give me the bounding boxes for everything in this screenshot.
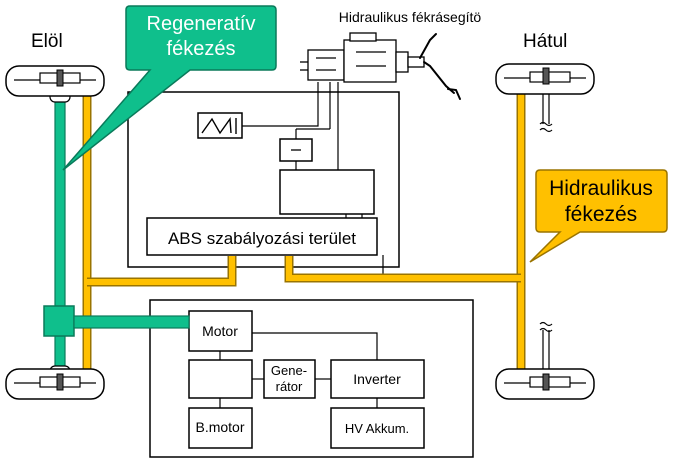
motor-box — [188, 310, 253, 352]
motor-to-differential-shaft — [73, 315, 190, 329]
powertrain-wiring — [219, 332, 378, 408]
differential — [43, 305, 75, 337]
rear-label: Hátul — [523, 31, 567, 52]
abs-area-box — [146, 217, 378, 256]
hydraulic-braking-label-line2: fékezés — [565, 203, 637, 226]
hydraulic-braking-callout: Hidraulikus fékezés — [529, 169, 668, 263]
inverter-box — [330, 359, 425, 399]
front-bottom-wheel — [5, 368, 105, 400]
inverter-label: Inverter — [353, 371, 401, 387]
rear-top-wheel — [495, 63, 595, 95]
front-left-shaft — [54, 91, 66, 307]
brake-booster-label: Hidraulikus fékrásegítö — [339, 9, 482, 25]
brake-pedal-icon — [419, 33, 461, 100]
hv-battery-box — [330, 407, 425, 449]
transmission-box — [188, 359, 253, 399]
rear-bottom-wheel — [495, 368, 595, 400]
regenerative-braking-callout: Regeneratív fékezés — [62, 5, 277, 171]
accumulator-block — [279, 169, 375, 215]
pump-waveform-icon — [201, 117, 232, 135]
generator-box — [263, 359, 316, 399]
hydraulic-brake-booster-icon — [300, 32, 425, 83]
b-motor-box — [188, 407, 253, 449]
hydraulic-brake-lines — [82, 88, 526, 388]
regenerative-braking-label-line2: fékezés — [167, 38, 236, 60]
hv-battery-label: HV Akkum. — [345, 421, 409, 436]
rear-axle — [539, 94, 553, 369]
motor-label: Motor — [202, 323, 238, 339]
hydraulic-braking-label-line1: Hidraulikus — [549, 177, 653, 200]
b-motor-label: B.motor — [195, 419, 244, 435]
front-top-wheel — [5, 65, 105, 97]
generator-label-line2: rátor — [276, 379, 303, 394]
abs-area-label: ABS szabályozási terület — [168, 229, 356, 248]
front-label: Elöl — [31, 31, 63, 52]
control-unit-piping — [242, 82, 384, 276]
generator-label-line1: Gene- — [271, 363, 307, 378]
regenerative-braking-label-line1: Regeneratív — [147, 13, 256, 35]
